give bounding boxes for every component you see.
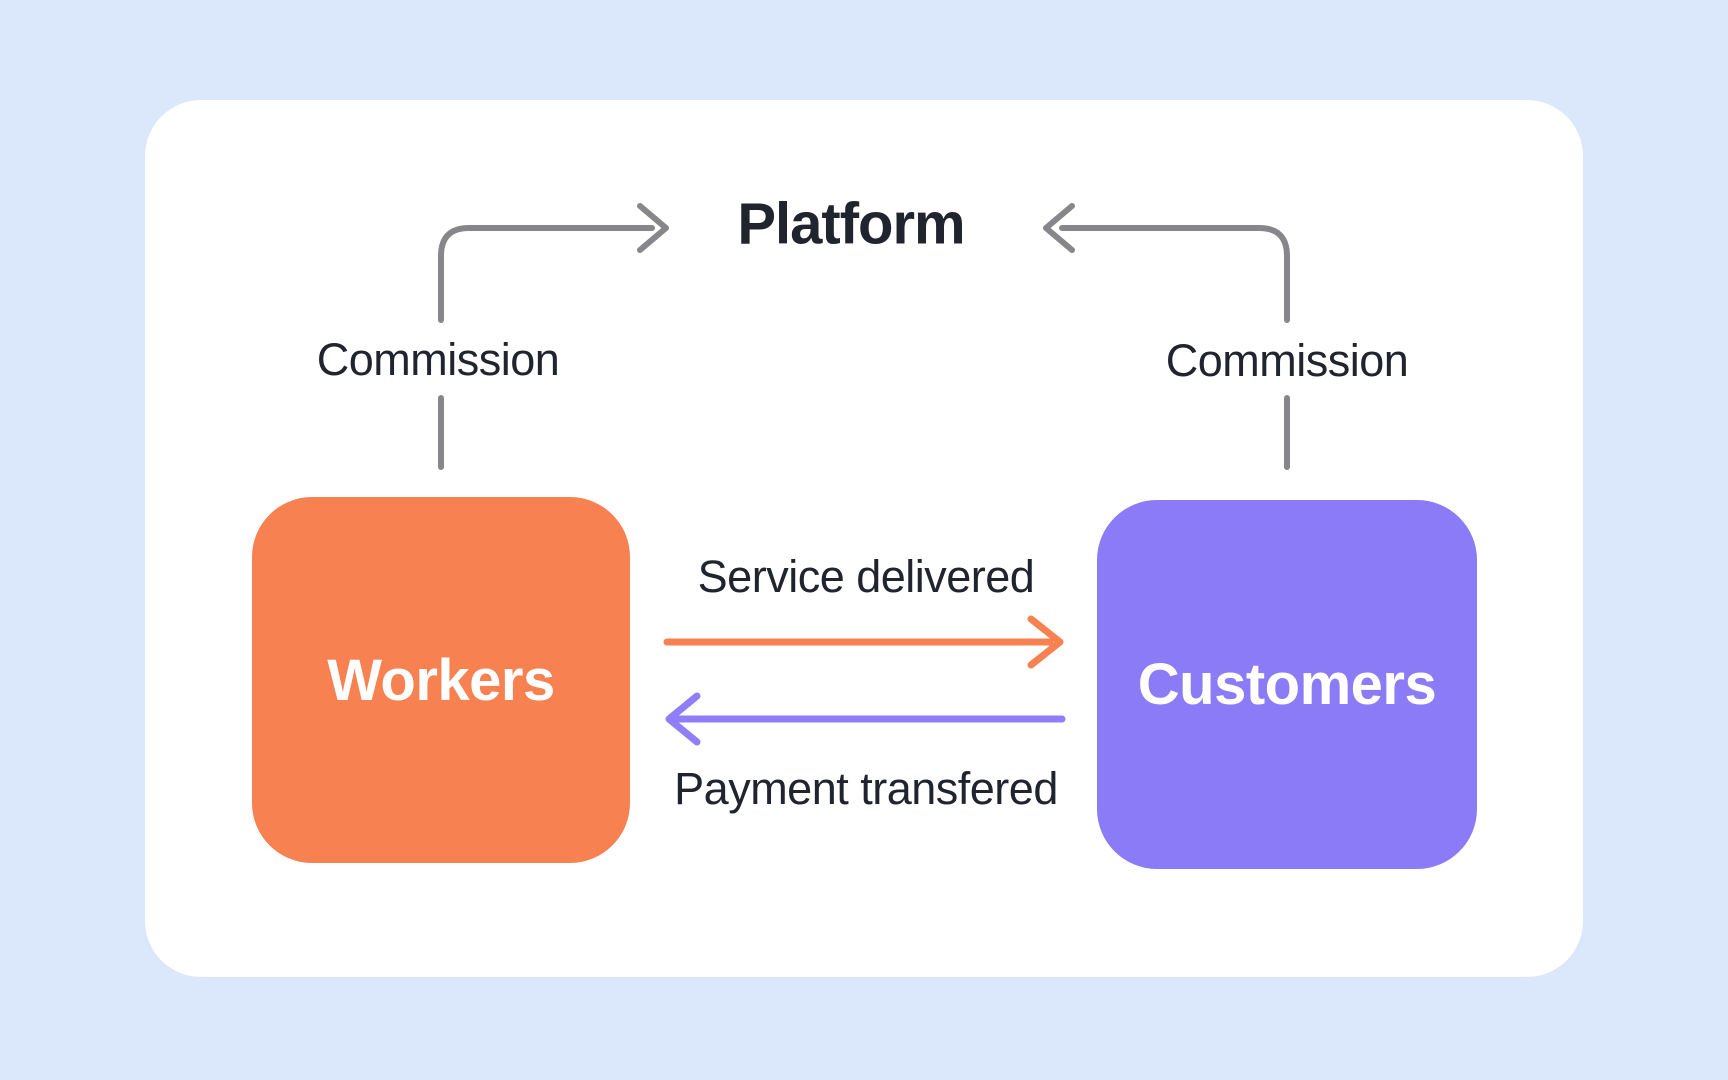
customers-node-label: Customers: [1137, 652, 1437, 717]
workers-node: Workers: [252, 497, 630, 863]
payment-transfered-label: Payment transfered: [674, 763, 1058, 814]
workers-commission-label: Commission: [316, 334, 560, 385]
customers-node: Customers: [1097, 500, 1477, 869]
platform-node-label: Platform: [737, 191, 965, 257]
workers-node-label: Workers: [327, 647, 555, 713]
service-delivered-label: Service delivered: [697, 551, 1035, 602]
customers-commission-label: Commission: [1165, 335, 1409, 386]
